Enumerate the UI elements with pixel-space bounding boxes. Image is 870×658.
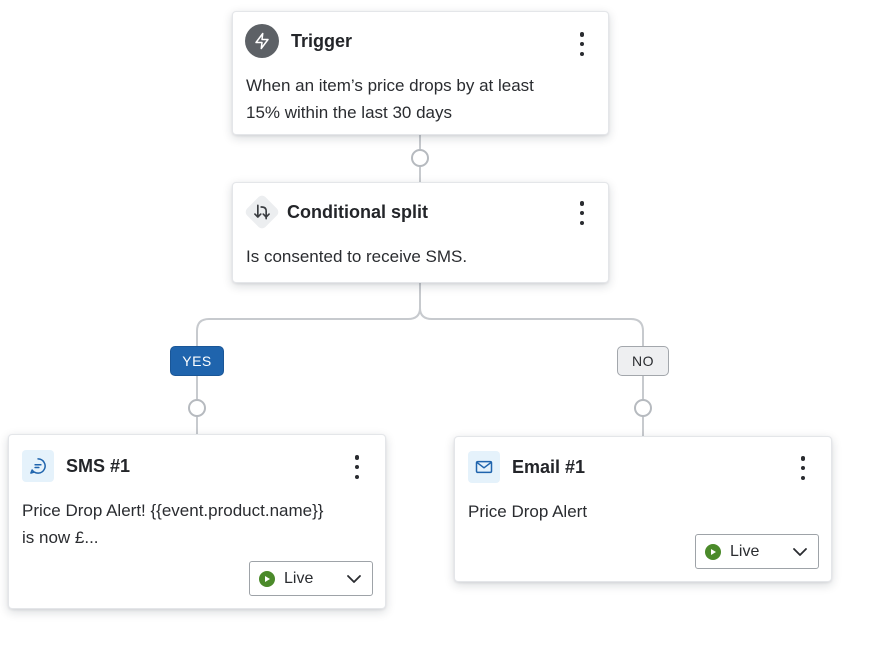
sms-status-dropdown[interactable]: Live: [249, 561, 373, 596]
split-arrows-icon: [243, 193, 281, 231]
dot-icon: [579, 220, 585, 225]
yes-branch-node: [188, 399, 206, 417]
split-menu-button[interactable]: [576, 201, 588, 225]
dot-icon: [354, 464, 360, 470]
trigger-description: When an item’s price drops by at least 1…: [246, 72, 534, 126]
dot-icon: [354, 474, 360, 479]
dot-icon: [800, 475, 806, 480]
no-branch-line: [419, 307, 644, 436]
sms-title: SMS #1: [66, 455, 131, 476]
envelope-icon: [468, 451, 500, 483]
dot-icon: [579, 41, 585, 47]
chevron-down-icon: [793, 548, 807, 556]
dot-icon: [579, 201, 585, 206]
trigger-card[interactable]: Trigger When an item’s price drops by at…: [232, 11, 609, 135]
dot-icon: [354, 455, 360, 460]
live-status-icon: [259, 570, 275, 587]
trigger-description-line1: When an item’s price drops by at least: [246, 76, 534, 95]
sms-status-label: Live: [284, 569, 314, 587]
trigger-split-node: [411, 149, 429, 167]
dot-icon: [800, 456, 806, 461]
trigger-title: Trigger: [291, 30, 353, 51]
sms-description-line2: is now £...: [22, 528, 99, 547]
sms-description: Price Drop Alert! {{event.product.name}}…: [22, 497, 323, 551]
lightning-icon: [245, 24, 279, 58]
conditional-split-card[interactable]: Conditional split Is consented to receiv…: [232, 182, 609, 283]
dot-icon: [579, 210, 585, 216]
email-card[interactable]: Email #1 Price Drop Alert Live: [454, 436, 832, 582]
email-menu-button[interactable]: [797, 456, 809, 480]
sms-card[interactable]: SMS #1 Price Drop Alert! {{event.product…: [8, 434, 386, 609]
yes-branch-line: [196, 307, 421, 434]
sms-header: SMS #1: [22, 450, 130, 482]
dot-icon: [800, 465, 806, 471]
yes-branch-badge: YES: [170, 346, 224, 376]
split-header: Conditional split: [243, 193, 428, 231]
split-description: Is consented to receive SMS.: [246, 247, 468, 266]
sms-menu-button[interactable]: [351, 455, 363, 479]
trigger-description-line2: 15% within the last 30 days: [246, 103, 453, 122]
email-status-dropdown[interactable]: Live: [695, 534, 819, 569]
dot-icon: [579, 32, 585, 37]
chevron-down-icon: [347, 575, 361, 583]
no-branch-node: [634, 399, 652, 417]
split-title: Conditional split: [287, 201, 428, 222]
trigger-menu-button[interactable]: [576, 32, 588, 56]
email-description: Price Drop Alert: [468, 502, 588, 521]
live-status-icon: [705, 543, 721, 560]
no-branch-badge: NO: [617, 346, 669, 376]
email-title: Email #1: [512, 456, 586, 477]
email-header: Email #1: [468, 451, 585, 483]
trigger-header: Trigger: [245, 24, 352, 58]
sms-description-line1: Price Drop Alert! {{event.product.name}}: [22, 501, 324, 520]
email-status-label: Live: [730, 542, 760, 560]
sms-chat-icon: [22, 450, 54, 482]
dot-icon: [579, 51, 585, 56]
